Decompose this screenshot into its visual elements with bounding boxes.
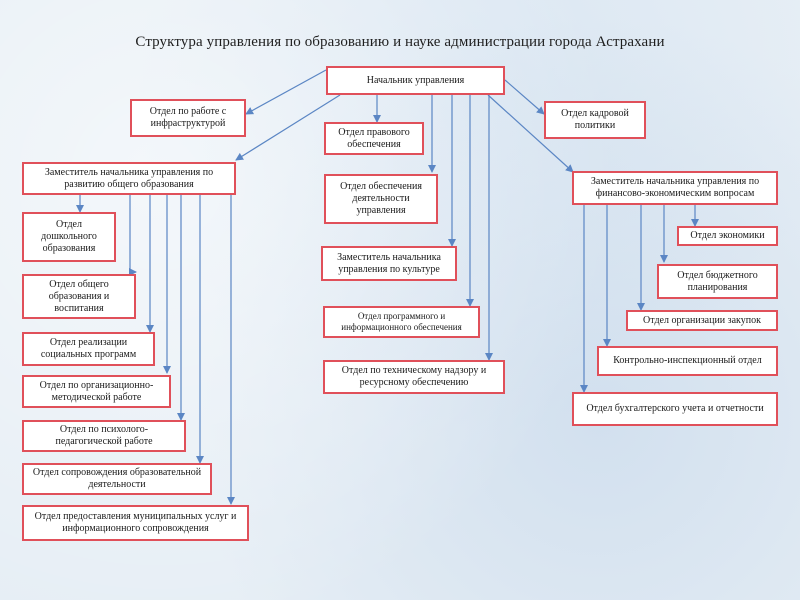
node-general-edu: Отдел общего образования и воспитания xyxy=(22,274,136,319)
node-dep-general: Заместитель начальника управления по раз… xyxy=(22,162,236,195)
node-tech: Отдел по техническому надзору и ресурсно… xyxy=(323,360,505,394)
node-accounting: Отдел бухгалтерского учета и отчетности xyxy=(572,392,778,426)
diagram-title: Структура управления по образованию и на… xyxy=(135,34,665,50)
node-method: Отдел по организационно-методической раб… xyxy=(22,375,171,408)
node-culture: Заместитель начальника управления по кул… xyxy=(321,246,457,281)
node-activity: Отдел обеспечения деятельности управлени… xyxy=(324,174,438,224)
node-control: Контрольно-инспекционный отдел xyxy=(597,346,778,376)
node-preschool: Отдел дошкольного образования xyxy=(22,212,116,262)
connector-dep-general-general-edu xyxy=(129,195,137,276)
node-infra: Отдел по работе с инфраструктурой xyxy=(130,99,246,137)
node-psych: Отдел по психолого-педагогической работе xyxy=(22,420,186,452)
connector-head-dep-general xyxy=(235,94,341,161)
node-software: Отдел программного и информационного обе… xyxy=(323,306,480,338)
node-social: Отдел реализации социальных программ xyxy=(22,332,155,366)
node-budget: Отдел бюджетного планирования xyxy=(657,264,778,299)
node-economy: Отдел экономики xyxy=(677,226,778,246)
connector-head-hr xyxy=(504,79,545,115)
connector-head-dep-finance xyxy=(487,94,574,173)
node-dep-finance: Заместитель начальника управления по фин… xyxy=(572,171,778,205)
node-municipal: Отдел предоставления муниципальных услуг… xyxy=(22,505,249,541)
connector-head-infra xyxy=(245,69,327,115)
node-support: Отдел сопровождения образовательной деят… xyxy=(22,463,212,495)
node-legal: Отдел правового обеспечения xyxy=(324,122,424,155)
node-hr: Отдел кадровой политики xyxy=(544,101,646,139)
node-procurement: Отдел организации закупок xyxy=(626,310,778,331)
node-head: Начальник управления xyxy=(326,66,505,95)
